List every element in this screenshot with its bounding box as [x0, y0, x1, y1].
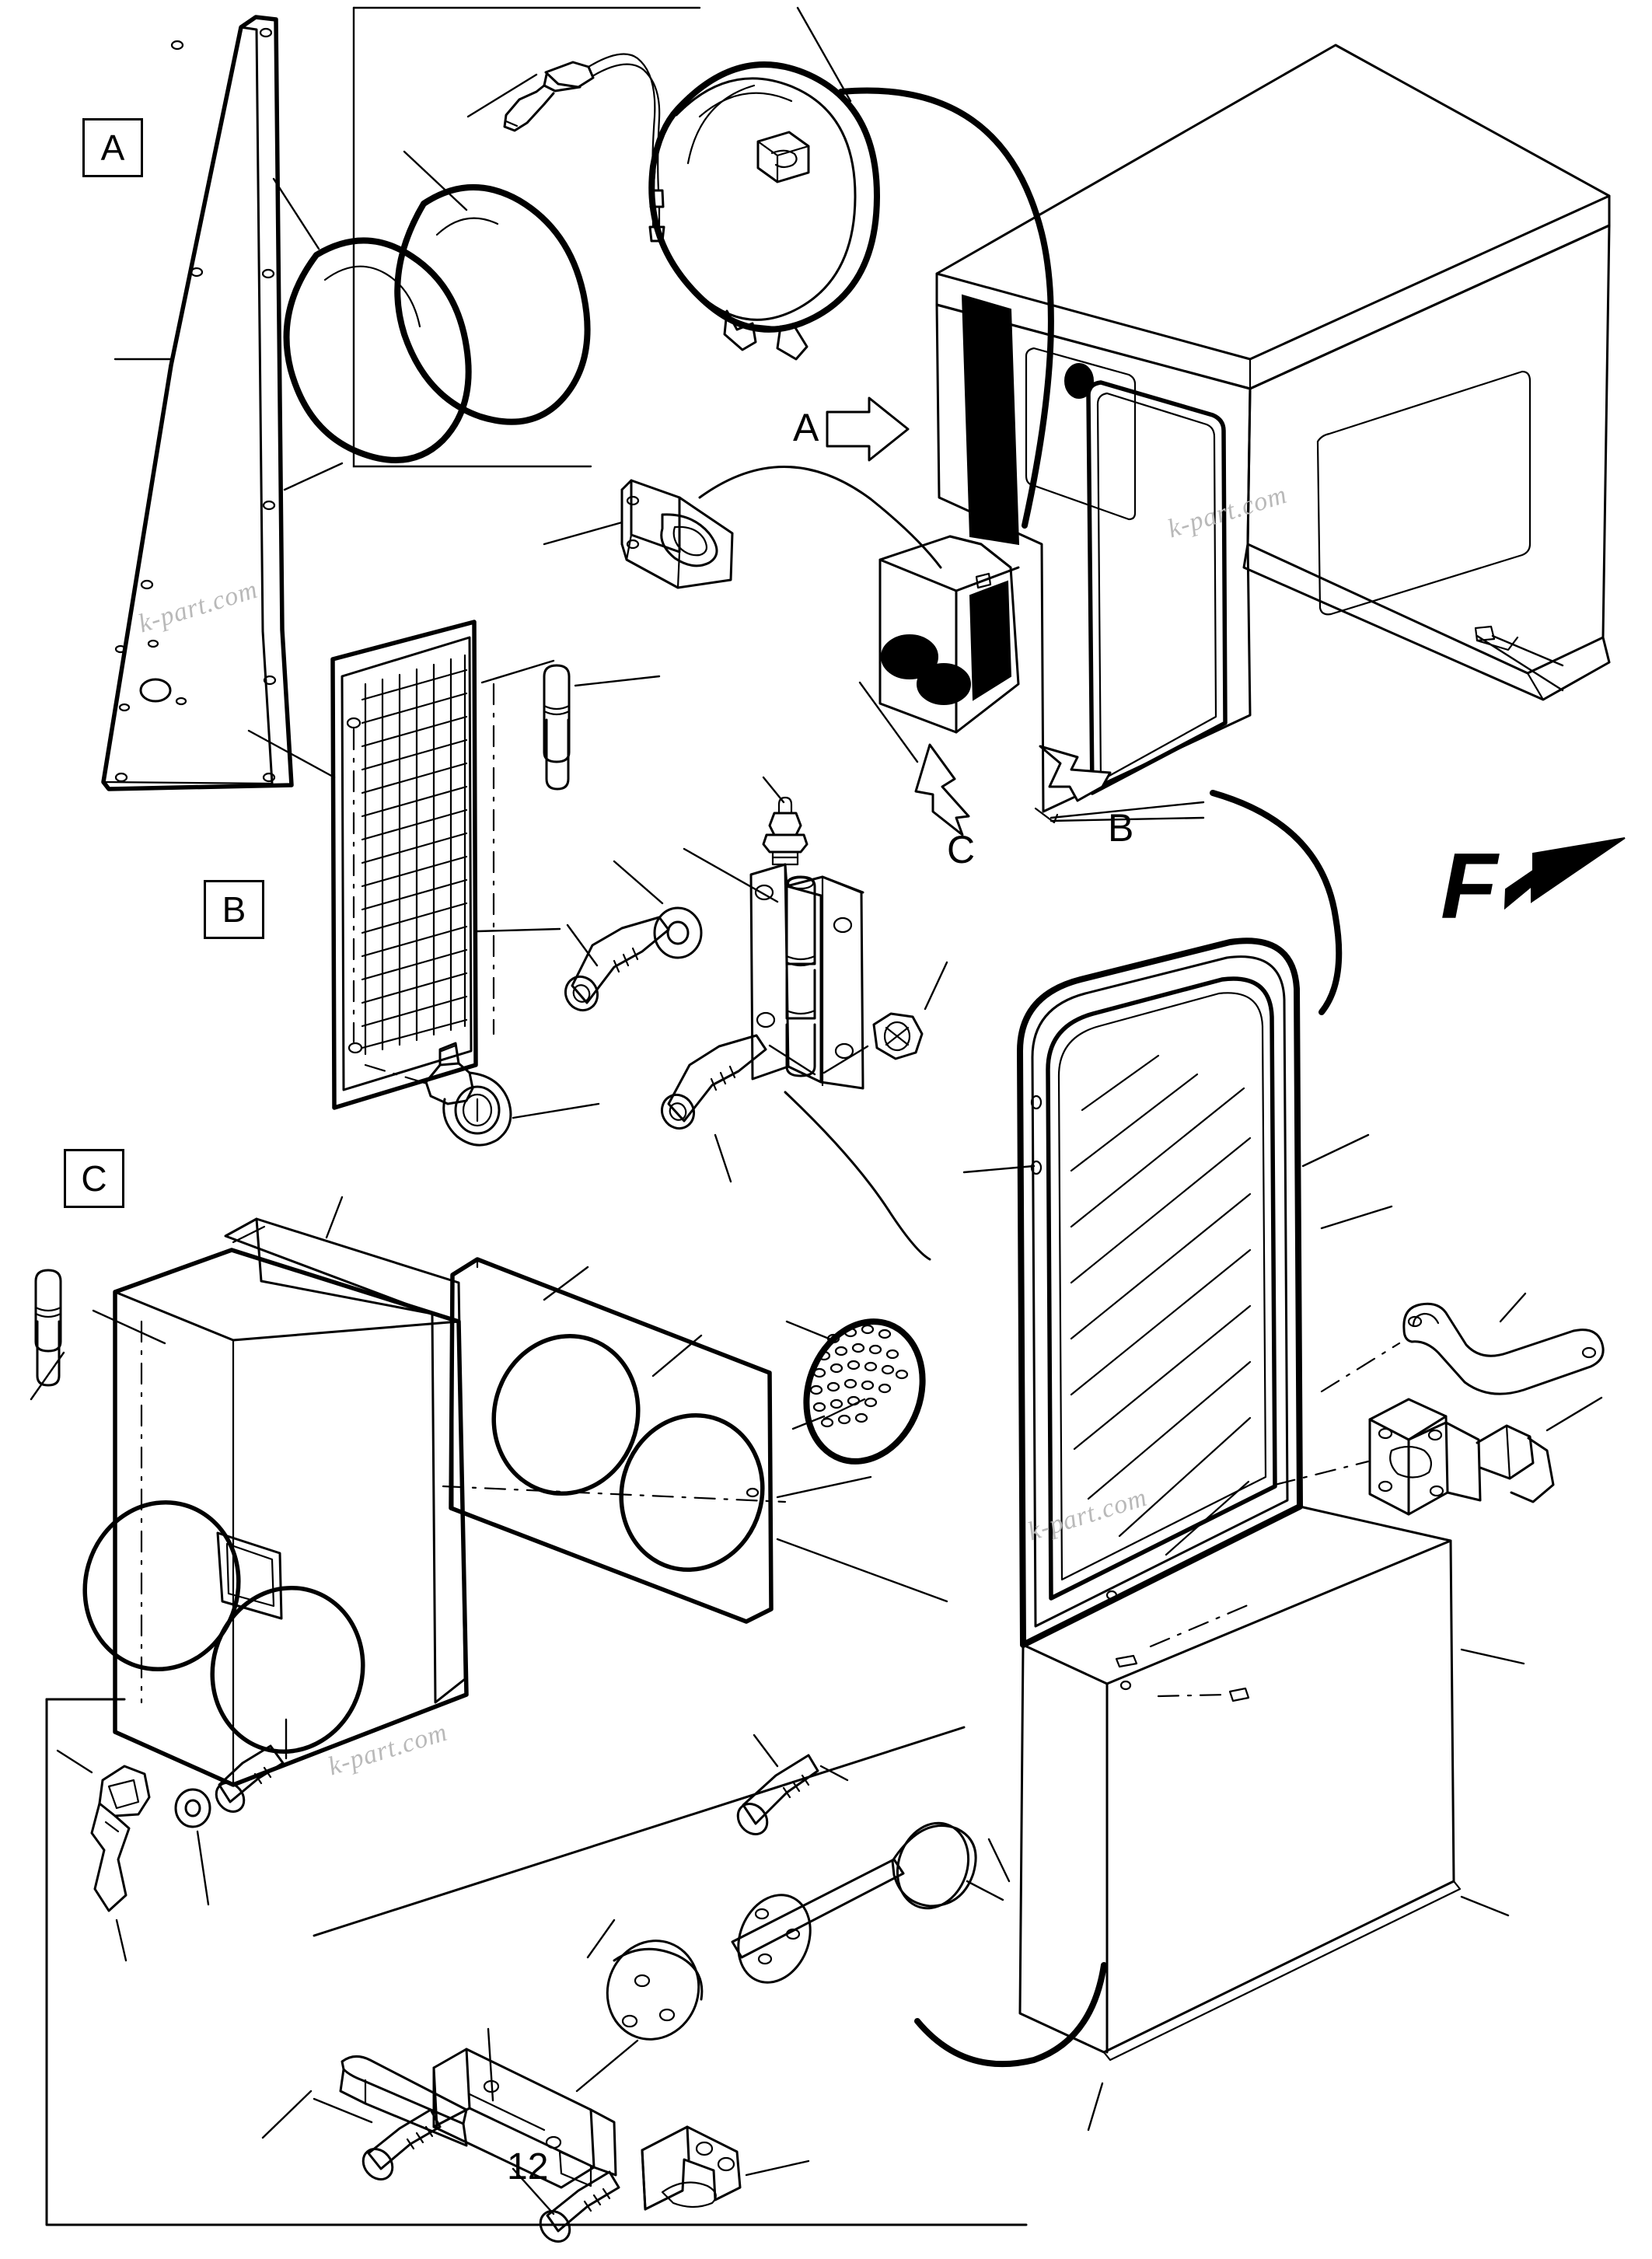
hinge-pin: [543, 664, 661, 791]
mesh-grille-panel: [247, 620, 561, 1110]
door-stay-bracket: [543, 479, 734, 589]
socket-bolt-bracket: [512, 2167, 620, 2243]
assembly-leader-arcs: [698, 87, 1343, 2068]
cab-console-unit: [858, 535, 1020, 763]
door-latch-striker: [1273, 1396, 1603, 1516]
door-grab-handle: [1320, 1292, 1605, 1395]
dome-lamp-lens-cover: [283, 184, 591, 463]
part-number-12-text: 12: [507, 2146, 549, 2187]
callout-letter-b-text: B: [1108, 806, 1134, 850]
front-direction-letter: F: [1441, 840, 1497, 933]
operator-cab-shell: [935, 44, 1611, 824]
hinge-assembly: [683, 776, 864, 1090]
hinge-pin-small: [30, 1269, 65, 1401]
part-number-12: 12: [507, 2149, 548, 2186]
panel-seal-frame: [224, 1196, 466, 1704]
side-window-panel-trapezoid: [101, 15, 294, 791]
callout-arrow-c: [914, 743, 970, 836]
section-label-b: B: [204, 880, 264, 939]
callout-letter-a: A: [793, 408, 819, 447]
socket-bolt-upper: [564, 916, 670, 1012]
section-c-frame-diag: [313, 1726, 966, 1937]
flat-washer-small: [174, 1788, 211, 1906]
dome-lamp-bulb: [503, 61, 595, 132]
latch-knob: [56, 1749, 151, 1962]
section-label-a-text: A: [100, 127, 125, 168]
callout-letter-c-text: C: [947, 828, 976, 871]
latch-body: [432, 2027, 617, 2189]
door-handle-lever: [261, 2055, 468, 2147]
dome-lamp-group: [272, 6, 880, 491]
socket-bolt-long: [736, 1734, 849, 1835]
section-label-b-text: B: [222, 889, 246, 930]
callout-letter-a-text: A: [793, 406, 819, 449]
callout-arrow-a: [826, 396, 910, 462]
section-label-c: C: [64, 1149, 124, 1208]
socket-bolt-lower: [660, 1034, 816, 1183]
front-direction-letter-text: F: [1441, 834, 1498, 938]
callout-arrow-b: [1039, 745, 1112, 802]
dome-lamp-housing: [648, 61, 880, 361]
access-panel-front: [82, 1248, 469, 1787]
round-knob-cap: [575, 1919, 704, 2093]
perforated-screen-disc: [785, 1318, 926, 1465]
socket-bolt-short: [215, 1718, 288, 1813]
flat-washer: [613, 860, 703, 959]
callout-letter-c: C: [947, 830, 975, 869]
cab-door-assembly: [962, 937, 1525, 2132]
hub-flange: [896, 1821, 1004, 1910]
shaft-with-flange: [731, 1824, 1011, 1984]
front-direction-arrow: [1504, 837, 1626, 910]
section-c-frame: [45, 1698, 1028, 2226]
door-window-glass: [1070, 1054, 1252, 1556]
strike-bracket: [641, 2125, 810, 2211]
section-label-a: A: [82, 118, 143, 177]
section-label-c-text: C: [81, 1158, 107, 1199]
callout-letter-b: B: [1108, 808, 1133, 847]
door-lock-cylinder: [364, 1042, 600, 1147]
socket-bolt-latch-left: [313, 2097, 442, 2180]
hex-nut: [823, 961, 948, 1074]
access-panel-rear: [442, 1257, 948, 1624]
